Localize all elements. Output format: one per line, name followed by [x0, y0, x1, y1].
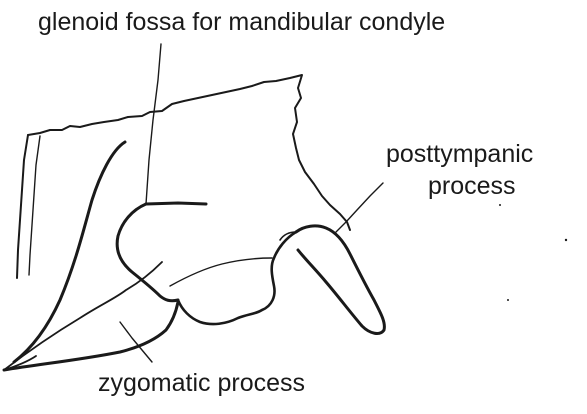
leader-line-posttympanic — [336, 183, 383, 232]
label-glenoid-fossa: glenoid fossa for mandibular condyle — [38, 8, 445, 36]
label-posttympanic-line2: process — [428, 172, 516, 200]
speck-mark — [499, 204, 501, 206]
leader-line-glenoid — [146, 44, 161, 204]
label-posttympanic-line1: posttympanic — [386, 140, 533, 168]
glenoid-fossa-top — [146, 203, 206, 204]
bone-left-wall — [17, 135, 28, 278]
speck-mark — [507, 299, 509, 301]
posttympanic-process — [296, 226, 384, 334]
bone-lower-base — [178, 232, 296, 324]
label-zygomatic-process: zygomatic process — [98, 369, 305, 397]
bone-left-wall-inner — [29, 136, 40, 275]
glenoid-fossa-outline — [117, 204, 178, 301]
bone-base-ridge — [170, 258, 272, 286]
bone-outer-outline — [28, 75, 350, 230]
speck-mark — [565, 239, 567, 241]
